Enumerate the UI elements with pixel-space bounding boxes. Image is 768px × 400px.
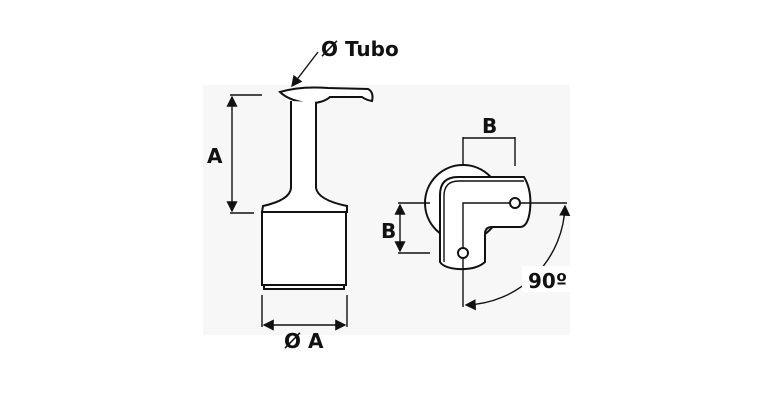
dim-a-ticks <box>230 94 262 214</box>
label-angle: 90º <box>528 269 567 293</box>
base-body <box>261 211 347 286</box>
label-height-a: A <box>207 144 223 168</box>
label-base-diameter: Ø A <box>284 329 324 353</box>
dim-diameter-ticks <box>261 295 348 327</box>
elbow-inner-edge <box>443 180 524 262</box>
label-width-b-side: B <box>381 219 396 243</box>
top-view <box>394 137 576 311</box>
base-rim <box>263 284 345 290</box>
label-width-b-top: B <box>482 114 497 138</box>
tube-arrow <box>291 51 319 88</box>
label-tube-diameter: Ø Tubo <box>321 37 399 61</box>
center-lines <box>462 202 567 307</box>
hole-bottom <box>457 247 469 259</box>
side-view <box>226 51 374 331</box>
dim-b-side-ticks <box>398 202 430 254</box>
dim-b-top <box>462 137 516 166</box>
hole-top <box>509 197 521 209</box>
